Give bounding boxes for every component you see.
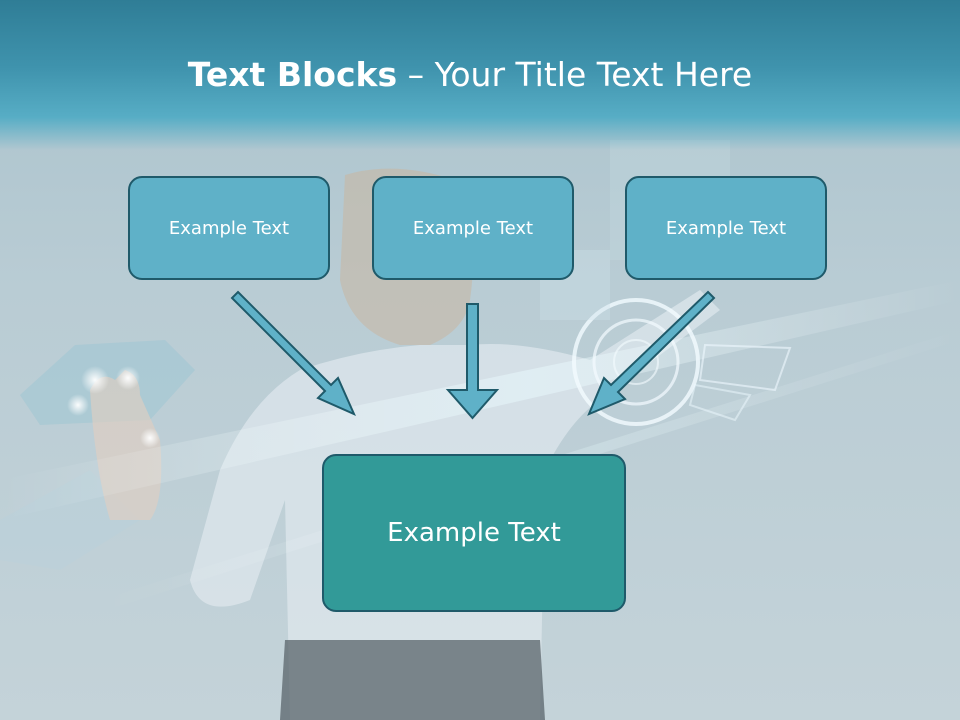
arrow-left [230,290,356,416]
slide-title-bold: Text Blocks [187,55,398,94]
slide-title: Text Blocks – Your Title Text Here [0,52,940,98]
result-text-block[interactable]: Example Text [322,454,626,612]
text-block-3-label: Example Text [665,217,787,239]
text-block-2[interactable]: Example Text [372,176,574,280]
slide-title-rest: – Your Title Text Here [397,55,753,94]
arrow-center [445,303,500,420]
text-block-3[interactable]: Example Text [625,176,827,280]
title-band [0,0,960,150]
text-block-1-label: Example Text [168,217,290,239]
arrow-right [587,290,716,416]
text-block-2-label: Example Text [412,217,534,239]
result-text-block-label: Example Text [387,518,561,548]
text-block-1[interactable]: Example Text [128,176,330,280]
